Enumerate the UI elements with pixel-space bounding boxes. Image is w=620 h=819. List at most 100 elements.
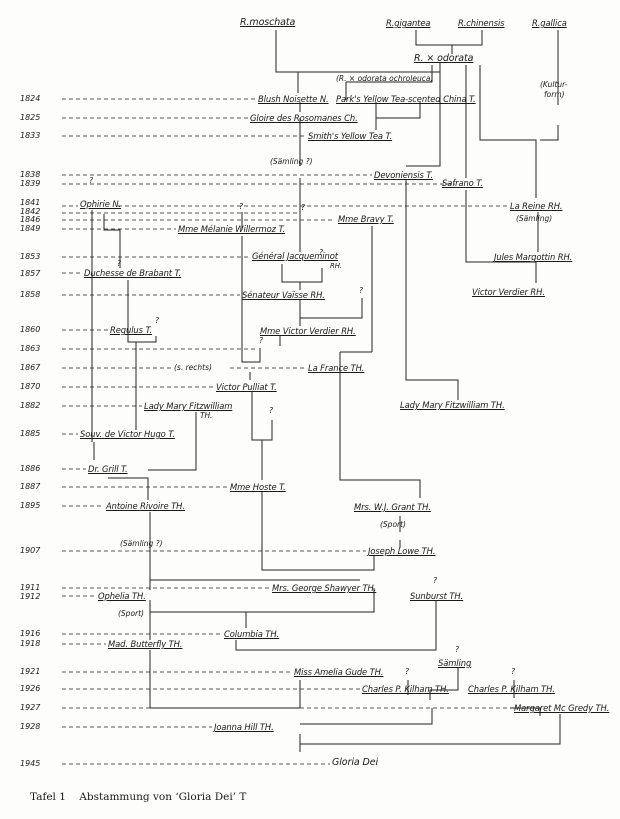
- node-mme-victor-verdier: Mme Victor Verdier RH.: [260, 326, 356, 336]
- node-antoine-rivoire: Antoine Rivoire TH.: [106, 501, 185, 511]
- year-1857: 1857: [20, 269, 41, 278]
- unknown-parent-mark: ?: [89, 176, 93, 185]
- year-1846: 1846: [20, 215, 41, 224]
- node-miss-amelia-gude: Miss Amelia Gude TH.: [294, 667, 384, 677]
- year-1911: 1911: [20, 583, 41, 592]
- node-general-jacqueminot: Général Jacqueminot: [252, 251, 338, 261]
- year-1926: 1926: [20, 684, 41, 693]
- node-charles-p-kilham-2: Charles P. Kilham TH.: [468, 684, 555, 694]
- node-charles-p-kilham-1: Charles P. Kilham TH.: [362, 684, 449, 694]
- node-dr-grill: Dr. Grill T.: [88, 464, 128, 474]
- year-1867: 1867: [20, 363, 41, 372]
- note-sport-1: (Sport): [380, 520, 406, 529]
- node-margaret-mc-gredy: Margaret Mc Gredy TH.: [514, 703, 610, 713]
- node-mme-hoste: Mme Hoste T.: [230, 482, 286, 492]
- unknown-parent-mark: ?: [433, 576, 437, 585]
- year-1882: 1882: [20, 401, 41, 410]
- year-1885: 1885: [20, 429, 41, 438]
- node-la-reine: La Reine RH.: [510, 201, 563, 211]
- year-1907: 1907: [20, 546, 41, 555]
- node-lady-mary-fitzwilliam-1-suffix: TH.: [200, 411, 213, 420]
- node-lady-mary-fitzwilliam-2: Lady Mary Fitzwilliam TH.: [400, 400, 505, 410]
- year-1842: 1842: [20, 207, 41, 216]
- node-parks-yellow: Park's Yellow Tea-scented China T.: [336, 94, 476, 104]
- node-lady-mary-fitzwilliam-1: Lady Mary Fitzwilliam: [144, 401, 233, 411]
- year-1918: 1918: [20, 639, 41, 648]
- note-ochroleuca: (R. × odorata ochroleuca): [336, 74, 434, 83]
- node-blush-noisette: Blush Noisette N.: [258, 94, 329, 104]
- note-samling-1: (Sämling ?): [270, 157, 313, 166]
- node-ophirie: Ophirie N.: [80, 199, 122, 209]
- node-r-moschata: R.moschata: [240, 17, 296, 28]
- node-columbia: Columbia TH.: [224, 629, 280, 639]
- note-sport-2: (Sport): [118, 609, 144, 618]
- node-sunburst: Sunburst TH.: [410, 591, 464, 601]
- year-1912: 1912: [20, 592, 41, 601]
- node-jules-margottin: Jules Margottin RH.: [494, 252, 573, 262]
- year-1886: 1886: [20, 464, 41, 473]
- note-samling-3: (Sämling ?): [120, 539, 163, 548]
- year-1838: 1838: [20, 170, 41, 179]
- node-victor-verdier: Victor Verdier RH.: [472, 287, 545, 297]
- node-r-chinensis: R.chinensis: [458, 18, 505, 28]
- node-gloire-des-rosomanes: Gloire des Rosomanes Ch.: [250, 113, 358, 123]
- node-victor-pulliat: Victor Pulliat T.: [216, 382, 277, 392]
- node-gloria-dei: Gloria Dei: [332, 757, 378, 768]
- note-kulturform-2: form): [544, 90, 565, 99]
- node-general-jacqueminot-suffix: RH.: [330, 262, 343, 270]
- note-samling-2: (Sämling): [516, 214, 553, 223]
- caption-text: Abstammung von ‘Gloria Dei’ T: [79, 791, 247, 803]
- year-1841: 1841: [20, 198, 41, 207]
- year-1945: 1945: [20, 759, 41, 768]
- unknown-parent-mark: ?: [269, 406, 273, 415]
- year-1895: 1895: [20, 501, 41, 510]
- year-1863: 1863: [20, 344, 41, 353]
- unknown-parent-mark: ?: [155, 316, 159, 325]
- node-mrs-george-shawyer: Mrs. George Shawyer TH.: [272, 583, 377, 593]
- year-1824: 1824: [20, 94, 41, 103]
- unknown-parent-mark: ?: [405, 667, 409, 676]
- year-1860: 1860: [20, 325, 41, 334]
- node-samling: Sämling: [438, 658, 472, 668]
- unknown-parent-mark: ?: [511, 667, 515, 676]
- unknown-parent-mark: ?: [259, 336, 263, 345]
- node-la-france: La France TH.: [308, 363, 365, 373]
- node-senateur-vaisse: Sénateur Vaïsse RH.: [242, 290, 325, 300]
- year-1833: 1833: [20, 131, 41, 140]
- year-1928: 1928: [20, 722, 41, 731]
- node-mme-melanie-willermoz: Mme Mélanie Willermoz T.: [178, 224, 286, 234]
- year-1916: 1916: [20, 629, 41, 638]
- node-mrs-wj-grant: Mrs. W.J. Grant TH.: [354, 502, 431, 512]
- node-regulus: Regulus T.: [110, 325, 153, 335]
- node-r-gallica: R.gallica: [532, 18, 567, 28]
- node-safrano: Safrano T.: [442, 178, 483, 188]
- node-smiths-yellow: Smith's Yellow Tea T.: [308, 131, 393, 141]
- caption-label: Tafel 1: [30, 791, 66, 803]
- year-1853: 1853: [20, 252, 41, 261]
- node-mme-bravy: Mme Bravy T.: [338, 214, 394, 224]
- unknown-parent-mark: ?: [301, 203, 305, 212]
- unknown-parent-mark: ?: [359, 286, 363, 295]
- figure-caption: Tafel 1 Abstammung von ‘Gloria Dei’ T: [30, 791, 246, 803]
- year-1839: 1839: [20, 179, 41, 188]
- year-1921: 1921: [20, 667, 41, 676]
- year-1858: 1858: [20, 290, 41, 299]
- node-souv-de-victor-hugo: Souv. de Victor Hugo T.: [80, 429, 175, 439]
- year-1927: 1927: [20, 703, 41, 712]
- node-ophelia: Ophelia TH.: [98, 591, 146, 601]
- year-1870: 1870: [20, 382, 41, 391]
- node-r-odorata: R. × odorata: [414, 53, 474, 64]
- unknown-parent-mark: ?: [319, 248, 323, 257]
- node-devoniensis: Devoniensis T.: [374, 170, 433, 180]
- note-kulturform-1: (Kultur-: [540, 80, 568, 89]
- unknown-parent-mark: ?: [239, 202, 243, 211]
- node-joanna-hill: Joanna Hill TH.: [214, 722, 274, 732]
- node-duchesse-de-brabant: Duchesse de Brabant T.: [84, 268, 182, 278]
- year-1887: 1887: [20, 482, 41, 491]
- node-mad-butterfly: Mad. Butterfly TH.: [108, 639, 183, 649]
- year-1849: 1849: [20, 224, 41, 233]
- year-1825: 1825: [20, 113, 41, 122]
- note-s-rechts: (s. rechts): [174, 363, 212, 372]
